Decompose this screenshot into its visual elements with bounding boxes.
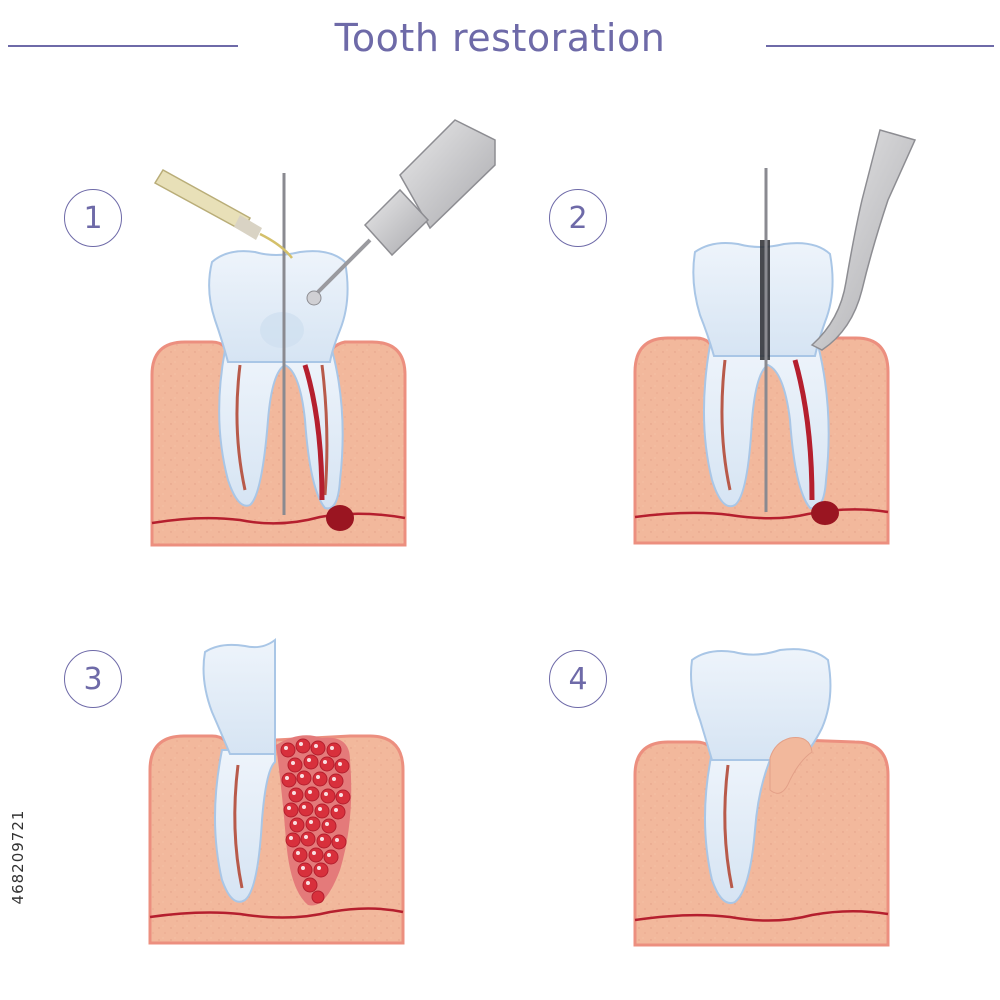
tooth-root-4 xyxy=(704,750,772,904)
title-rule-left xyxy=(8,45,238,47)
infected-canal-1 xyxy=(302,364,325,501)
nerve-line-4 xyxy=(634,909,889,922)
page-title: Tooth restoration xyxy=(334,16,666,60)
tooth-crown-half-3 xyxy=(202,637,276,755)
panel-4 xyxy=(633,648,890,947)
root-canal-2 xyxy=(720,359,732,491)
nerve-line-1 xyxy=(151,512,406,525)
root-canal-1 xyxy=(235,364,329,496)
bone-graft-granules-3 xyxy=(280,738,351,904)
nerve-line-3 xyxy=(149,907,404,919)
tooth-crown-4 xyxy=(690,648,832,761)
tooth-roots-2 xyxy=(703,344,830,510)
tooth-crown-1 xyxy=(208,250,349,363)
panel-3 xyxy=(148,637,405,945)
regenerated-bone-4 xyxy=(769,737,813,794)
step-badge-2: 2 xyxy=(549,189,607,247)
irrigation-syringe-1 xyxy=(153,168,293,259)
panel-2 xyxy=(633,129,917,545)
abscess-2 xyxy=(811,501,839,525)
tooth-roots-3 xyxy=(214,749,276,903)
step-badge-3: 3 xyxy=(64,650,122,708)
step-badge-1: 1 xyxy=(64,189,122,247)
stock-id-text: 468209721 xyxy=(9,809,27,905)
stock-id-label: 468209721 xyxy=(6,760,30,960)
step-badge-4: 4 xyxy=(549,650,607,708)
nerve-line-2 xyxy=(634,508,889,520)
infected-canal-2 xyxy=(792,359,815,501)
dental-elevator-2 xyxy=(810,129,917,351)
title-rule-right xyxy=(766,45,994,47)
root-canal-4 xyxy=(723,764,734,889)
root-canal-3 xyxy=(233,764,244,889)
granule-highlights-3 xyxy=(284,742,343,885)
dental-handpiece-1 xyxy=(306,119,496,306)
abscess-1 xyxy=(326,505,354,531)
panel-1 xyxy=(150,119,496,547)
